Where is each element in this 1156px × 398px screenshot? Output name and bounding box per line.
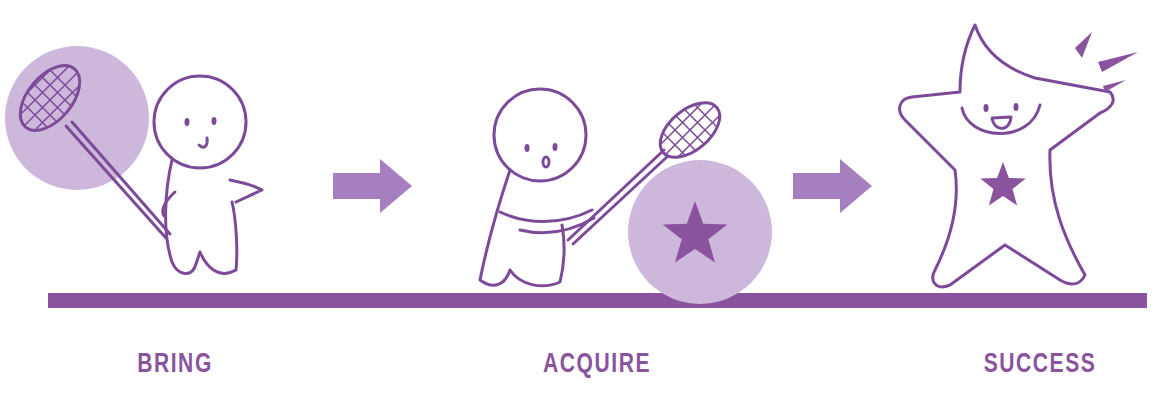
stage-node: ACQUIRE — [415, 0, 790, 398]
flow-arrow — [793, 159, 872, 213]
stage-label: BRING — [137, 350, 213, 377]
stage-node: SUCCESS — [875, 0, 1156, 398]
acquire-figure — [480, 60, 772, 304]
stage-node: BRING — [0, 0, 330, 398]
arrow-shaft — [333, 173, 384, 199]
stage-label: SUCCESS — [984, 350, 1097, 377]
arrow-head — [380, 159, 412, 213]
base-bar — [48, 293, 1147, 308]
arrow-shaft — [793, 173, 844, 199]
flow-arrow — [333, 159, 412, 213]
success-figure — [900, 25, 1138, 287]
arrow-head — [840, 159, 872, 213]
stage-label: ACQUIRE — [543, 350, 651, 377]
bring-figure — [5, 30, 262, 274]
